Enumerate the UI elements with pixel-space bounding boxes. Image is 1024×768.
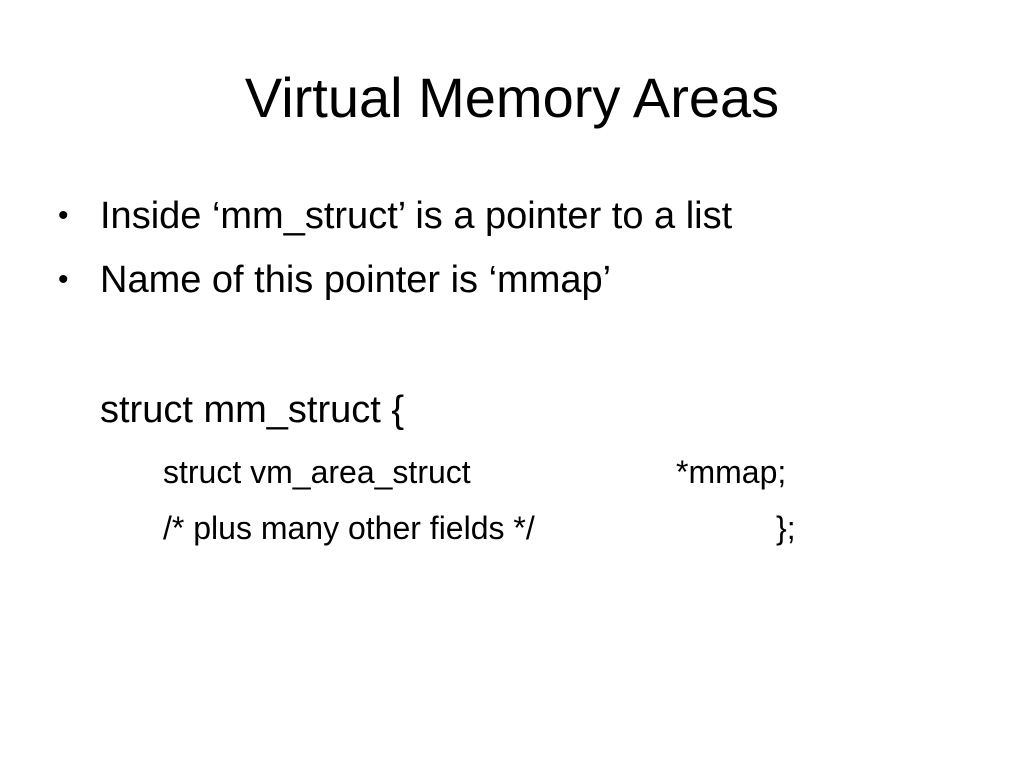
- code-comment: /* plus many other fields */: [163, 510, 535, 546]
- bullet-marker: •: [58, 263, 69, 296]
- bullet-item: • Inside ‘mm_struct’ is a pointer to a l…: [58, 188, 732, 252]
- slide-title: Virtual Memory Areas: [244, 66, 780, 129]
- bullet-item: • Name of this pointer is ‘mmap’: [58, 252, 732, 316]
- code-field-type: struct vm_area_struct: [163, 454, 471, 490]
- code-struct-close: };: [776, 510, 796, 546]
- bullet-text: Inside ‘mm_struct’ is a pointer to a lis…: [100, 195, 733, 237]
- bullet-marker: •: [58, 199, 69, 232]
- code-struct-header: struct mm_struct {: [100, 389, 405, 431]
- bullet-text: Name of this pointer is ‘mmap’: [100, 259, 612, 301]
- bullet-list: • Inside ‘mm_struct’ is a pointer to a l…: [58, 188, 732, 316]
- code-field-name: *mmap;: [676, 454, 787, 490]
